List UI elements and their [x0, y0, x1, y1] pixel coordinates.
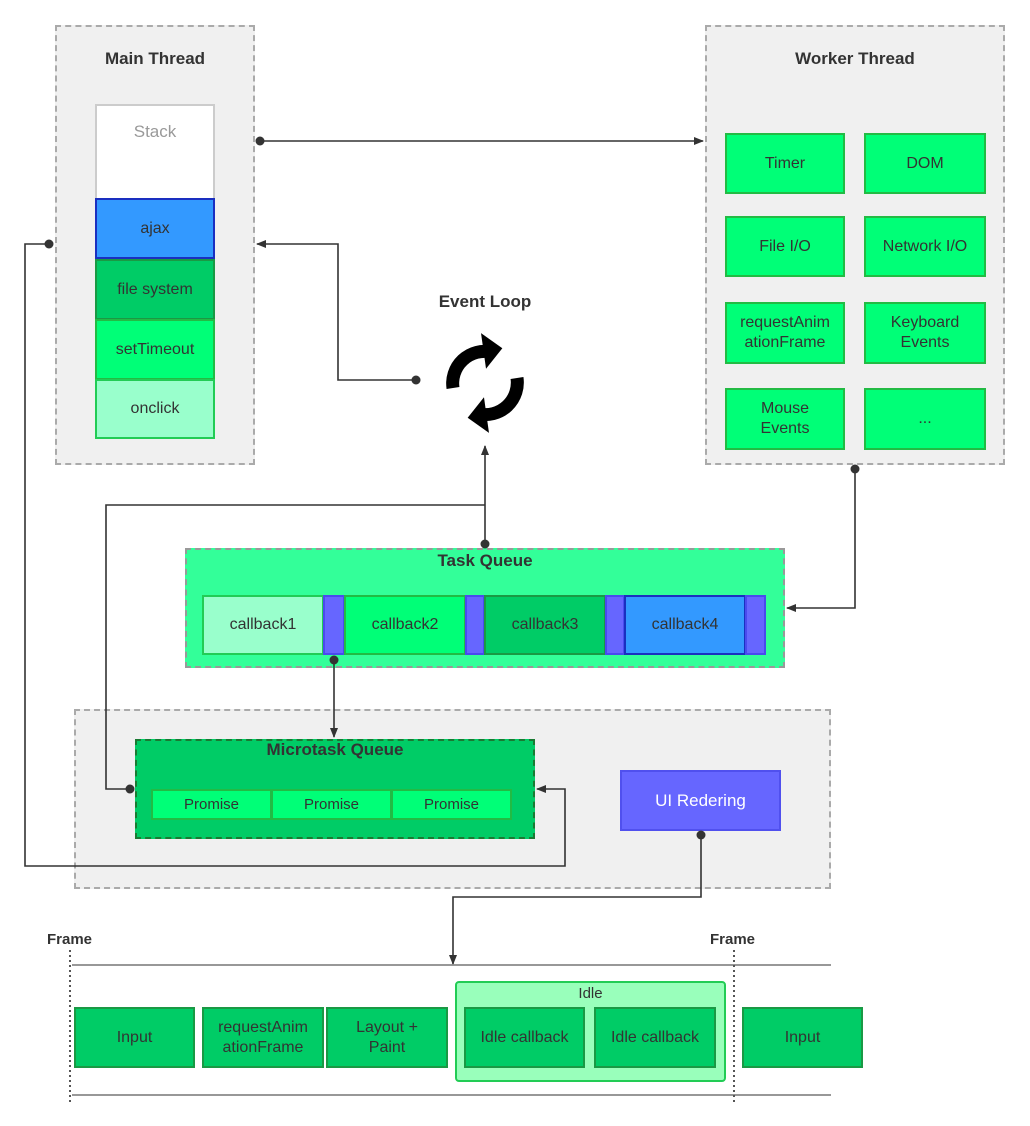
- stack-item-label: setTimeout: [115, 340, 195, 358]
- promise-label: Promise: [183, 795, 239, 813]
- promise-item: Promise: [391, 789, 512, 820]
- connector-dot: [255, 136, 265, 146]
- worker-thread-title: Worker Thread: [795, 49, 915, 68]
- stack-item-onclick: onclick: [95, 379, 215, 439]
- task-separator: [465, 595, 485, 655]
- frame-step-label: requestAnim ationFrame: [218, 1018, 308, 1056]
- callback-1: callback1: [202, 595, 324, 655]
- callback-3: callback3: [484, 595, 606, 655]
- callback-label: callback3: [511, 616, 579, 633]
- worker-item-dom: DOM: [864, 133, 986, 194]
- promise-label: Promise: [423, 795, 479, 813]
- task-queue-title: Task Queue: [437, 551, 533, 570]
- connector-worker-to-task-queue: [786, 469, 856, 612]
- stack-item-label: onclick: [130, 400, 180, 417]
- connector-dot: [850, 464, 860, 474]
- worker-item-label: Network I/O: [882, 237, 968, 255]
- worker-item-label: DOM: [906, 154, 944, 172]
- idle-title: Idle: [578, 985, 603, 1002]
- worker-item-label: Keyboard Events: [890, 314, 960, 351]
- promise-label: Promise: [303, 795, 359, 813]
- stack-label: Stack: [133, 122, 177, 141]
- stack-item-label: ajax: [140, 219, 170, 237]
- worker-item-timer: Timer: [725, 133, 845, 194]
- stack-item-file-system: file system: [95, 259, 215, 320]
- worker-item-ellipsis: ...: [864, 388, 986, 450]
- stack-header: Stack: [95, 104, 215, 199]
- callback-label: callback4: [651, 616, 719, 633]
- frame-label-start: Frame: [47, 931, 93, 948]
- idle-callback: Idle callback: [594, 1007, 716, 1068]
- idle-callback: Idle callback: [464, 1007, 585, 1068]
- stack-item-settimeout: setTimeout: [95, 319, 215, 380]
- stack-item-ajax: ajax: [95, 198, 215, 259]
- worker-item-network-io: Network I/O: [864, 216, 986, 277]
- frame-step-label: Input: [116, 1028, 153, 1046]
- worker-item-label: ...: [918, 410, 932, 427]
- idle-callback-label: Idle callback: [610, 1028, 700, 1046]
- worker-item-label: File I/O: [759, 237, 811, 255]
- worker-item-file-io: File I/O: [725, 216, 845, 277]
- frame-step-layout-paint: Layout + Paint: [326, 1007, 448, 1068]
- connector-dot: [44, 239, 54, 249]
- worker-item-mouse-events: Mouse Events: [725, 388, 845, 450]
- task-separator: [745, 595, 766, 655]
- connector-dot: [411, 375, 421, 385]
- frame-step-input-next: Input: [742, 1007, 863, 1068]
- worker-item-raf: requestAnim ationFrame: [725, 302, 845, 364]
- frame-step-input: Input: [74, 1007, 195, 1068]
- task-separator: [323, 595, 345, 655]
- callback-label: callback1: [229, 616, 297, 633]
- worker-item-label: requestAnim ationFrame: [740, 314, 830, 351]
- callback-2: callback2: [344, 595, 466, 655]
- event-loop-title: Event Loop: [438, 292, 532, 311]
- callback-label: callback2: [371, 616, 439, 633]
- stack-item-label: file system: [117, 280, 193, 298]
- main-thread-title: Main Thread: [104, 49, 206, 68]
- task-separator: [605, 595, 625, 655]
- idle-callback-label: Idle callback: [480, 1028, 569, 1046]
- frame-step-label: Layout + Paint: [356, 1018, 418, 1056]
- ui-rendering-box: UI Redering: [620, 770, 781, 831]
- frame-label-end: Frame: [710, 931, 756, 948]
- worker-item-label: Mouse Events: [760, 400, 810, 437]
- promise-item: Promise: [271, 789, 392, 820]
- promise-item: Promise: [151, 789, 272, 820]
- worker-item-keyboard-events: Keyboard Events: [864, 302, 986, 364]
- microtask-queue-title: Microtask Queue: [266, 740, 404, 759]
- worker-item-label: Timer: [764, 154, 806, 172]
- callback-4: callback4: [624, 595, 746, 655]
- frame-step-label: Input: [784, 1028, 821, 1046]
- refresh-cycle-icon: [446, 333, 524, 433]
- frame-step-raf: requestAnim ationFrame: [202, 1007, 324, 1068]
- connector-event-loop-to-stack: [256, 240, 416, 381]
- ui-rendering-label: UI Redering: [655, 790, 746, 810]
